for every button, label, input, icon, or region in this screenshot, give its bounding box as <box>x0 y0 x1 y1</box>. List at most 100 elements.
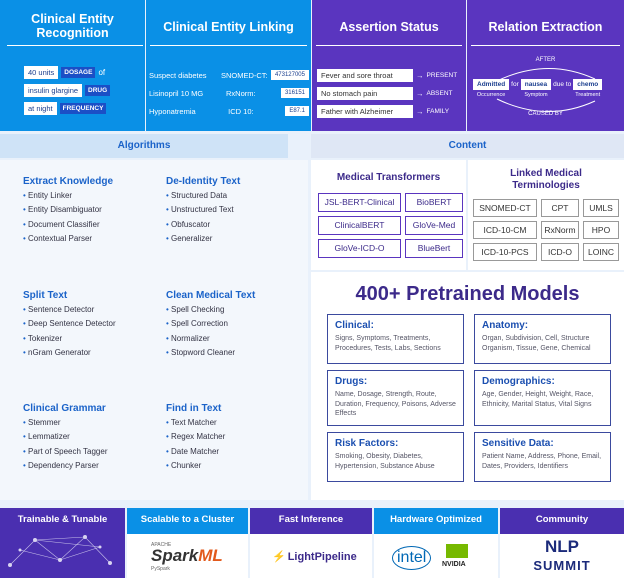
panel-entity-linking: Clinical Entity Linking Suspect diabetes… <box>146 0 311 131</box>
terminology-item: ICD-10-PCS <box>473 243 537 261</box>
intel-logo: intel <box>392 546 432 570</box>
algorithm-item: Entity Linker <box>23 189 158 203</box>
link-system: SNOMED-CT: <box>220 70 268 80</box>
entity-recognition-title: Clinical Entity Recognition <box>31 12 114 40</box>
algorithm-title: Extract Knowledge <box>23 176 114 187</box>
algorithm-item: Spell Checking <box>166 303 301 317</box>
relation-word: Admitted <box>473 79 510 90</box>
transformer-item: GloVe-ICD-O <box>318 239 401 258</box>
ner-suffix: of <box>98 68 106 77</box>
model-box-title: Drugs: <box>335 376 368 387</box>
relation-word: nausea <box>520 79 552 90</box>
relation-after: AFTER <box>535 57 556 63</box>
algorithm-item: nGram Generator <box>23 346 158 360</box>
algorithms-header: Algorithms <box>0 134 288 158</box>
algorithm-title: Clinical Grammar <box>23 403 106 414</box>
model-box-desc: Patient Name, Address, Phone, Email, Dat… <box>482 453 602 470</box>
ner-tag: FREQUENCY <box>59 103 107 114</box>
arrow-right-icon: → <box>416 70 424 80</box>
assertion-title: Assertion Status <box>339 20 439 34</box>
link-code: 316151 <box>280 88 309 98</box>
content-header: Content <box>311 134 624 158</box>
algorithm-title: Split Text <box>23 290 68 301</box>
algorithm-item: Tokenizer <box>23 332 158 346</box>
algorithm-item: Obfuscator <box>166 218 301 232</box>
algorithm-group: Extract KnowledgeEntity LinkerEntity Dis… <box>23 176 158 246</box>
algorithm-item: Lemmatizer <box>23 430 158 444</box>
algorithm-group: De-Identity TextStructured DataUnstructu… <box>166 176 301 246</box>
transformer-item: GloVe-Med <box>405 216 463 235</box>
algorithm-item: Stemmer <box>23 416 158 430</box>
algorithm-item: Normalizer <box>166 332 301 346</box>
terminology-item: ICD-10-CM <box>473 221 537 239</box>
nvidia-logo: NVIDIA <box>442 561 466 568</box>
algorithm-group: Clean Medical TextSpell CheckingSpell Co… <box>166 290 301 360</box>
assertion-row: Fever and sore throat→PRESENT <box>317 66 465 84</box>
spark-ml: ML <box>198 546 223 565</box>
bottom-trainable: Trainable & Tunable <box>0 508 125 578</box>
bottom-scalable: Scalable to a Cluster APACHE SparkML PyS… <box>127 508 248 578</box>
terminology-item: LOINC <box>583 243 619 261</box>
panel-assertion-status: Assertion Status Fever and sore throat→P… <box>312 0 466 131</box>
model-box-desc: Age, Gender, Height, Weight, Race, Ethni… <box>482 391 594 408</box>
panel-relation-extraction: Relation Extraction AFTER CAUSED BY Admi… <box>467 0 624 131</box>
algorithm-item: Sentence Detector <box>23 303 158 317</box>
link-term: Suspect diabetes <box>149 70 207 80</box>
entity-linking-title: Clinical Entity Linking <box>163 20 294 34</box>
model-box-desc: Name, Dosage, Strength, Route, Duration,… <box>335 391 456 417</box>
terminology-item: SNOMED-CT <box>473 199 537 217</box>
assertion-status: FAMILY <box>426 107 450 115</box>
transformer-item: BlueBert <box>405 239 463 258</box>
model-box-desc: Organ, Subdivision, Cell, Structure Orga… <box>482 335 591 352</box>
assertion-text: No stomach pain <box>317 86 413 100</box>
bottom-community: Community NLP SUMMIT <box>500 508 624 578</box>
model-box-title: Anatomy: <box>482 320 529 331</box>
terminology-item: UMLS <box>583 199 619 217</box>
transformer-item: BioBERT <box>405 193 463 212</box>
algorithm-item: Contextual Parser <box>23 232 158 246</box>
link-term: Hyponatremia <box>149 106 196 116</box>
model-box-title: Demographics: <box>482 376 555 387</box>
algorithm-item: Unstructured Text <box>166 203 301 217</box>
models-title: 400+ Pretrained Models <box>355 283 580 305</box>
link-term: Lisinopril 10 MG <box>149 88 204 98</box>
arrow-right-icon: → <box>416 106 424 116</box>
relation-type: Treatment <box>575 92 601 98</box>
algorithm-item: Part of Speech Tagger <box>23 445 158 459</box>
algorithm-group: Split TextSentence DetectorDeep Sentence… <box>23 290 158 360</box>
algorithm-title: Find in Text <box>166 403 222 414</box>
model-box: Drugs: Name, Dosage, Strength, Route, Dur… <box>327 370 464 426</box>
algorithm-item: Dependency Parser <box>23 459 158 473</box>
link-system: ICD 10: <box>228 106 254 116</box>
nlp-logo: NLP <box>545 537 579 556</box>
lightpipeline-label: LightPipeline <box>287 550 357 563</box>
algorithm-item: Chunker <box>166 459 301 473</box>
bottom-hardware: Hardware Optimized intel NVIDIA <box>374 508 498 578</box>
algorithm-item: Spell Correction <box>166 317 301 331</box>
algorithm-item: Regex Matcher <box>166 430 301 444</box>
transformer-item: ClinicalBERT <box>318 216 401 235</box>
relation-type: Occurrence <box>476 92 506 98</box>
nvidia-eye-icon <box>446 544 468 558</box>
model-box: Anatomy: Organ, Subdivision, Cell, Struct… <box>474 314 611 364</box>
terminology-item: HPO <box>583 221 619 239</box>
assertion-row: Father with Alzheimer→FAMILY <box>317 102 465 120</box>
lightning-icon: ⚡ <box>272 551 286 563</box>
bottom-label: Hardware Optimized <box>390 514 482 525</box>
relation-caused-by: CAUSED BY <box>528 111 563 117</box>
algorithm-item: Date Matcher <box>166 445 301 459</box>
assertion-status: PRESENT <box>426 71 458 79</box>
relation-title: Relation Extraction <box>488 20 603 34</box>
terminology-item: CPT <box>541 199 579 217</box>
algorithm-item: Text Matcher <box>166 416 301 430</box>
relation-arrows <box>496 68 596 112</box>
ner-text: 40 units <box>24 66 59 79</box>
bottom-label: Fast Inference <box>278 514 344 525</box>
ner-tag: DRUG <box>85 85 111 96</box>
algorithm-item: Stopword Cleaner <box>166 346 301 360</box>
ner-text: insulin glargine <box>24 84 83 97</box>
